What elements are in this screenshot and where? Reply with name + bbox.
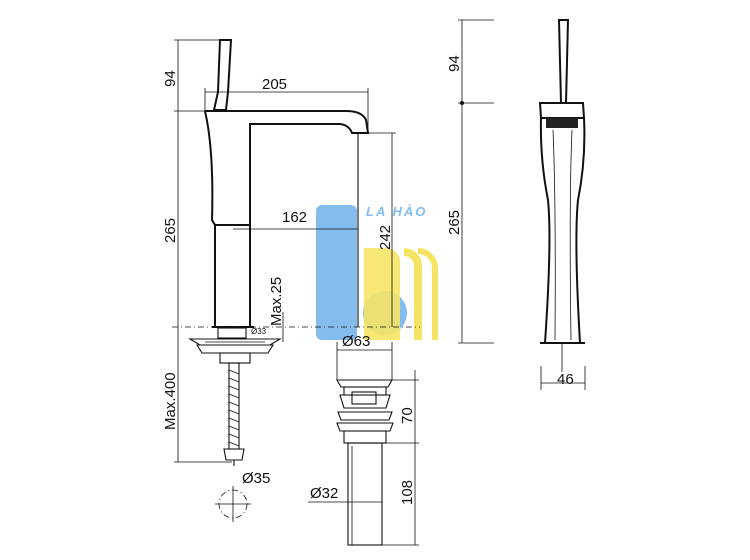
dim-94-label: 94	[162, 70, 179, 87]
side-dim-265-label: 265	[446, 210, 463, 235]
handle-lever	[212, 39, 233, 111]
dim-hole-label: Ø35	[242, 470, 270, 487]
side-right-outline	[575, 117, 586, 344]
drain-nut-upper	[339, 394, 391, 409]
drain-lock-nut	[336, 422, 394, 432]
drain-body	[343, 430, 387, 444]
drain-inner-box	[351, 391, 377, 405]
dim-max25-label: Max.25	[268, 277, 285, 326]
mount-shank	[217, 327, 247, 339]
front-view-faucet	[172, 39, 420, 522]
side-right-inner	[569, 129, 573, 341]
front-view-dimensions: 94 265 205 162 242 Max.25 Ø33 Max.400 Ø3…	[162, 39, 396, 487]
mount-plate	[196, 344, 274, 354]
dim-max400-label: Max.400	[162, 372, 179, 430]
lahao-logo-watermark: LA HÀO	[316, 204, 438, 340]
body-left-outline	[204, 110, 216, 327]
dim-70-label: 70	[399, 407, 416, 424]
dim-242-label: 242	[377, 225, 394, 250]
side-left-inner	[552, 129, 556, 341]
dim-63-label: Ø63	[342, 333, 370, 350]
hose-braid	[228, 369, 240, 447]
spout-outline	[205, 110, 370, 327]
logo-yellow-arc-1	[364, 248, 400, 340]
side-left-outline	[539, 117, 551, 344]
pop-up-drain: Ø63 Ø32 70 108	[308, 333, 419, 546]
dim-small-note: Ø33	[251, 327, 267, 336]
dim-162-label: 162	[282, 209, 307, 226]
side-dim-mid-dot	[460, 101, 464, 105]
logo-text: LA HÀO	[366, 204, 427, 219]
dim-108-label: 108	[399, 480, 416, 505]
mount-nut	[219, 352, 251, 364]
dim-46-label: 46	[557, 371, 574, 388]
dim-32-label: Ø32	[310, 485, 338, 502]
drain-collar	[343, 386, 387, 396]
logo-blue-bar	[316, 205, 357, 340]
side-handle	[557, 19, 570, 104]
drain-tailpiece	[347, 442, 383, 546]
drain-washer	[337, 411, 393, 421]
logo-yellow-arc-3	[418, 248, 438, 340]
dim-265-label: 265	[162, 218, 179, 243]
logo-yellow-arc-2	[404, 248, 422, 340]
dim-205-label: 205	[262, 76, 287, 93]
side-view-dimensions: 94 265	[446, 19, 494, 344]
side-dim-94-label: 94	[446, 55, 463, 72]
drain-flange	[336, 379, 393, 388]
side-cap-dark-band	[546, 118, 578, 128]
hose-end-fitting	[223, 448, 245, 461]
side-view-faucet: 46	[538, 19, 586, 390]
side-top-cap	[538, 102, 586, 119]
